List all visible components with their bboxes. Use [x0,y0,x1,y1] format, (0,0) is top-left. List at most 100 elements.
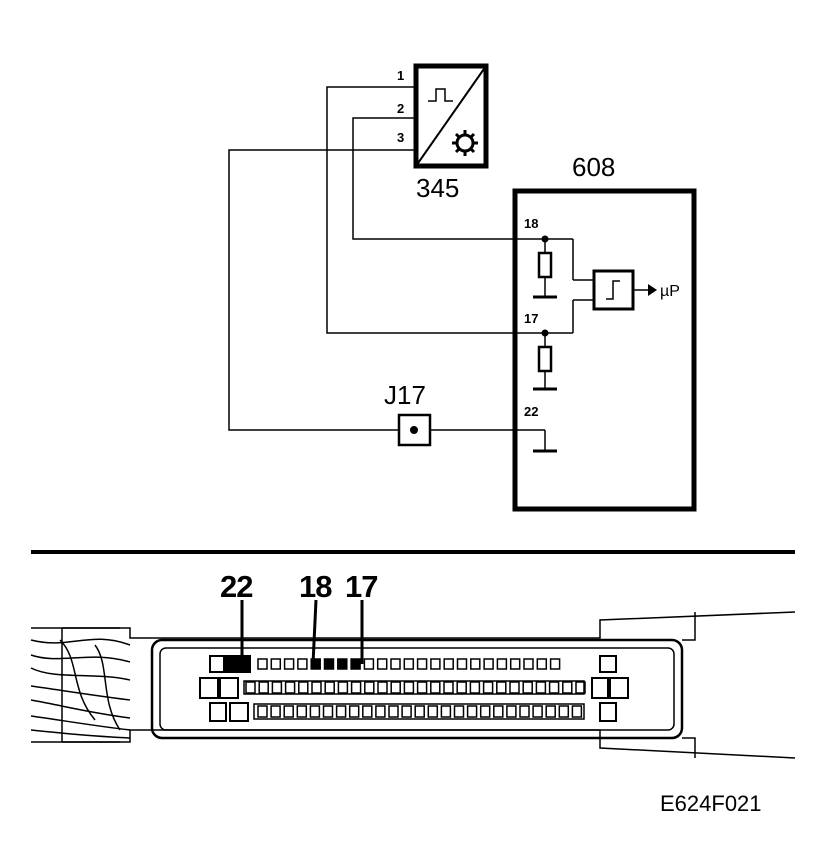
ecu-pin-22: 22 [524,404,538,419]
pin-cavity [562,681,573,694]
pin-cavity [271,681,283,694]
pin-cavity [245,681,256,694]
connector-point-j17: J17 [384,380,432,447]
pin-cavity [296,705,308,718]
pin-cavity [575,681,586,694]
pin-row-frame [243,680,585,695]
cable-bundle [30,627,131,743]
ecu-pin-17: 17 [524,311,538,326]
pulse-signal-icon [428,88,453,102]
pin-cavity [549,658,561,670]
callout-17: 17 [345,569,377,604]
pin-cavity [482,681,494,694]
output-label: µP [660,283,680,300]
pin-cavity [506,705,517,718]
sensor-pin-1: 1 [397,68,404,83]
gear-icon [452,130,478,156]
pin-cavity [519,705,530,718]
pin-cavity [257,658,268,670]
pin-cavity [430,681,441,694]
callout-22: 22 [220,569,252,604]
pin-cavity [403,681,415,694]
pin-cavity [350,681,362,694]
connector-view: 22 18 17 [30,569,796,759]
key-cavity [591,677,609,699]
pin-cavity [509,658,521,670]
j17-label: J17 [384,380,426,410]
pin-cavity-22 [225,655,251,673]
pin-cavity [270,705,281,718]
output-arrow-icon [648,284,657,296]
pin-cavity [545,705,556,718]
wires [228,86,545,431]
pin-cavity [571,705,583,718]
pin-cavity [479,705,491,718]
pin-cavity [430,658,441,670]
pin-cavity [470,658,481,670]
pin-cavity [535,681,547,694]
sensor-pin-3: 3 [397,130,404,145]
pin-cavity [297,658,308,670]
pin-cavity [377,681,388,694]
sensor-pin-2: 2 [397,101,404,116]
pin-cavity [443,658,454,670]
pin-cavity [523,658,534,670]
j17-dot [410,426,418,434]
pin-cavity-selected [350,658,361,670]
pin-cavity [298,681,309,694]
pin-cavity [416,658,428,670]
pin-cavity [348,705,360,718]
pin-cavity [283,658,295,670]
callout-18: 18 [299,569,332,604]
pin-row-frame [253,703,585,720]
pin-cavity-selected [310,658,321,670]
pin-cavity [401,705,412,718]
pin-cavity [362,705,373,718]
key-cavity [199,677,219,699]
resistor-icon [537,251,553,279]
pin-cavity [416,681,428,694]
pin-cavity [284,681,296,694]
pin-cavity [536,658,548,670]
pin-cavity [375,705,386,718]
pin-cavity [427,705,439,718]
pin-cavity [493,705,504,718]
pin-cavity [311,681,322,694]
sensor-345: 1 2 3 345 [397,63,489,203]
pin-cavity [390,658,401,670]
pin-cavity [335,705,347,718]
key-cavity [219,677,239,699]
key-cavity [599,655,617,673]
ecu-box [512,188,697,512]
pin-cavity [509,681,520,694]
key-cavity [599,702,617,722]
connector-housing [150,638,684,740]
pin-cavity [324,681,335,694]
pin-rows [199,655,629,722]
pin-cavity-selected [323,658,335,670]
sensor-diagonal [415,65,487,167]
pin-cavity [257,705,268,718]
pin-cavity [483,658,494,670]
pin-cavity [532,705,543,718]
pin-cavity [322,705,334,718]
pin-cavity [558,705,570,718]
key-cavity [209,655,225,673]
pin-cavity [440,705,452,718]
ecu-label: 608 [572,152,615,182]
ecu-pin-18: 18 [524,216,538,231]
pin-cavity [388,705,399,718]
key-cavity [209,702,227,722]
pin-cavity [364,681,375,694]
pin-cavity [496,658,508,670]
ecu-608: 608 18 17 22 µP [430,152,697,512]
pin-cavity [456,658,468,670]
sensor-label: 345 [416,173,459,203]
pin-cavity [414,705,425,718]
key-cavity [609,677,629,699]
pin-cavity [309,705,321,718]
pin-cavity [456,681,467,694]
pin-cavity [337,681,349,694]
pin-cavity [270,658,282,670]
